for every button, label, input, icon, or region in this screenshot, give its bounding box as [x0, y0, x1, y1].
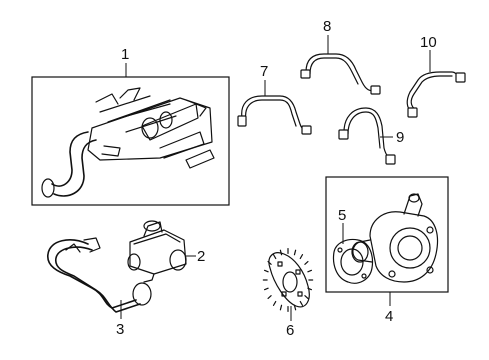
sprocket-tooth [263, 269, 269, 273]
part-9-hose [338, 107, 396, 165]
callout-9: 9 [396, 129, 404, 146]
part-1-frame [31, 76, 230, 206]
part-2-valve [127, 220, 187, 283]
callout-3: 3 [116, 321, 124, 338]
sprocket-tooth [267, 260, 272, 265]
sprocket-tooth [299, 254, 304, 260]
part-5-gasket [332, 238, 374, 284]
part-7-hose [237, 95, 312, 135]
sprocket-tooth [272, 254, 277, 260]
part-10-hose [406, 71, 466, 118]
callout-10: 10 [420, 34, 437, 51]
callout-8: 8 [323, 18, 331, 35]
part-4-vacuum-pump [351, 193, 439, 283]
sprocket-tooth [299, 300, 304, 306]
callout-6: 6 [286, 322, 294, 339]
sprocket-tooth [267, 295, 272, 300]
sprocket-tooth [304, 260, 309, 265]
sprocket-tooth [293, 304, 297, 311]
sprocket-tooth [263, 287, 269, 291]
part-4-frame [325, 176, 449, 293]
sprocket-tooth [279, 304, 283, 311]
callout-1: 1 [121, 46, 129, 63]
callout-5: 5 [338, 207, 346, 224]
callout-2: 2 [197, 248, 205, 265]
sprocket-tooth [279, 249, 283, 256]
part-8-hose [300, 53, 381, 95]
sprocket-tooth [272, 300, 277, 306]
sprocket-tooth [307, 287, 313, 291]
callout-4: 4 [385, 308, 393, 325]
callout-7: 7 [260, 63, 268, 80]
part-6-sprocket [262, 248, 314, 312]
sprocket-tooth [293, 249, 297, 256]
sprocket-tooth [307, 269, 313, 273]
part-1-canister-assembly [41, 87, 215, 198]
part-3-hose [47, 237, 152, 313]
sprocket-tooth [304, 295, 309, 300]
